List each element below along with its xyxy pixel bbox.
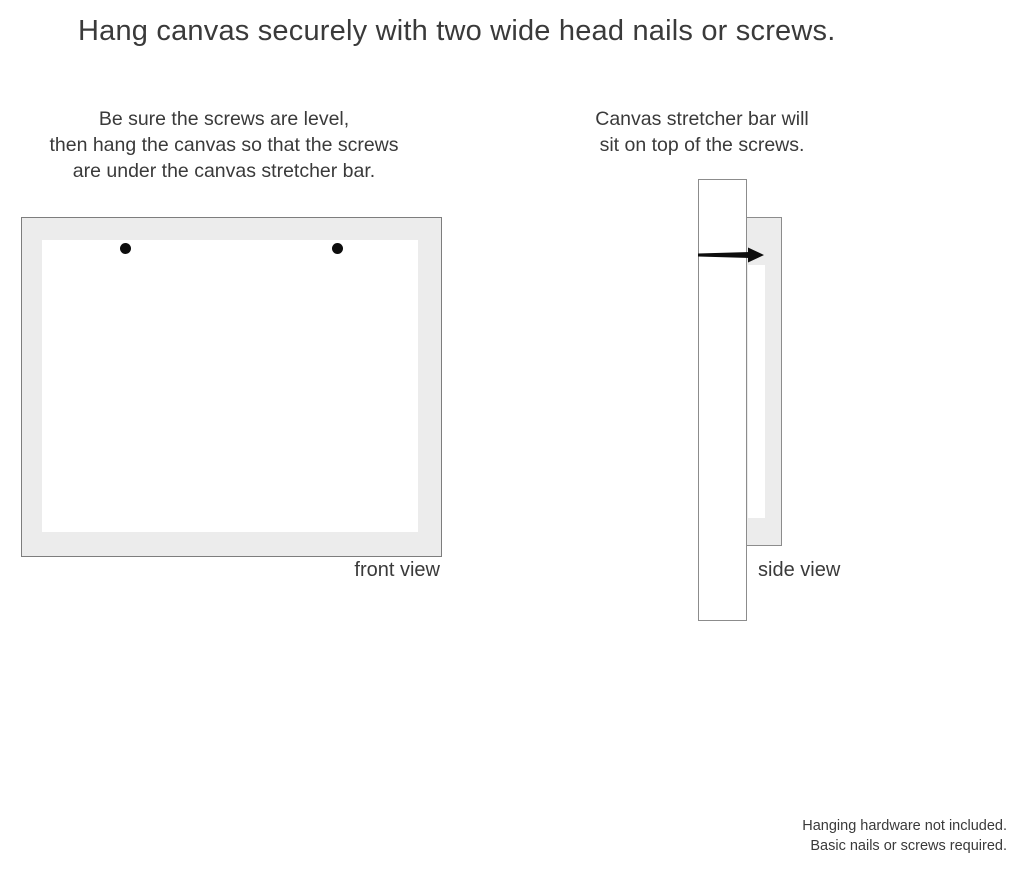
screw-dot-right-icon — [331, 242, 343, 254]
instruction-line: Be sure the screws are level, — [98, 108, 350, 130]
front-view-canvas-face — [42, 240, 418, 532]
side-view-caption: side view — [758, 559, 841, 581]
front-view-instructions: Be sure the screws are level, then hang … — [24, 106, 424, 184]
footer-line: Basic nails or screws required. — [810, 837, 1007, 854]
front-view-caption: front view — [354, 559, 440, 581]
front-view-canvas-frame — [21, 217, 442, 557]
page-title: Hang canvas securely with two wide head … — [78, 15, 836, 47]
nail-icon — [698, 247, 764, 263]
stretcher-bar — [748, 265, 765, 518]
side-view-canvas-cross-section — [746, 217, 782, 546]
footer-note: Hanging hardware not included. Basic nai… — [802, 817, 1007, 856]
instruction-line: are under the canvas stretcher bar. — [72, 160, 376, 182]
instruction-line: sit on top of the screws. — [599, 134, 805, 156]
side-view-instructions: Canvas stretcher bar will sit on top of … — [552, 106, 852, 158]
footer-line: Hanging hardware not included. — [802, 818, 1007, 834]
instruction-line: then hang the canvas so that the screws — [49, 134, 399, 156]
screw-dot-left-icon — [119, 242, 131, 254]
instruction-line: Canvas stretcher bar will — [595, 108, 809, 130]
